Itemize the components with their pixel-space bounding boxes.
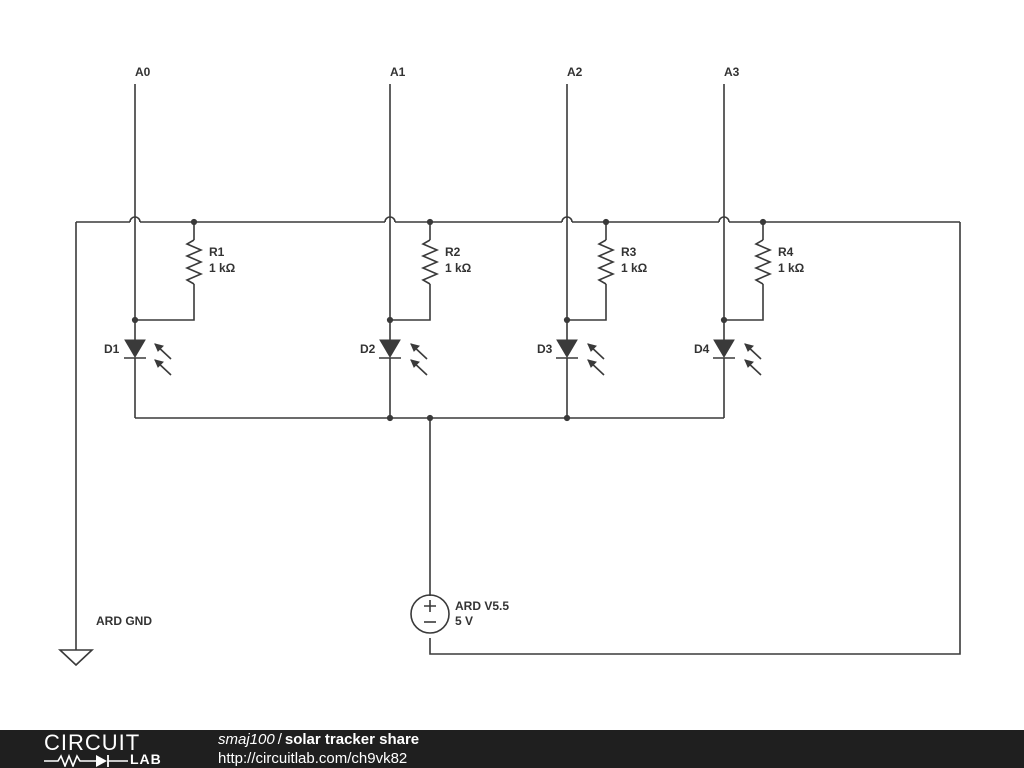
voltage-source bbox=[410, 594, 450, 634]
resistor-ref-r2: R2 bbox=[445, 245, 461, 259]
diode-label-d4: D4 bbox=[694, 342, 710, 356]
channel-4 bbox=[713, 84, 773, 418]
resistor-r2 bbox=[420, 239, 440, 285]
top-bus bbox=[76, 216, 960, 223]
channel-3 bbox=[556, 84, 616, 418]
diode-label-d3: D3 bbox=[537, 342, 553, 356]
pin-label-a1: A1 bbox=[390, 65, 406, 79]
resistor-value-r2: 1 kΩ bbox=[445, 261, 472, 275]
circuit-url[interactable]: http://circuitlab.com/ch9vk82 bbox=[218, 750, 408, 767]
footer-bar: CIRCUIT LAB smaj100/solar tracker share … bbox=[0, 730, 1024, 768]
resistor-value-r4: 1 kΩ bbox=[778, 261, 805, 275]
resistor-value-r1: 1 kΩ bbox=[209, 261, 236, 275]
resistor-ref-r4: R4 bbox=[778, 245, 794, 259]
led-arrows-1 bbox=[154, 343, 172, 376]
channel-2 bbox=[379, 84, 440, 418]
pin-label-a3: A3 bbox=[724, 65, 740, 79]
resistor-r4 bbox=[753, 239, 773, 285]
circuitlab-logo[interactable]: CIRCUIT LAB bbox=[44, 730, 184, 767]
schematic-canvas: A0 A1 A2 A3 R1 1 kΩ R2 1 kΩ R3 1 kΩ R4 1… bbox=[57, 65, 961, 667]
ground-symbol bbox=[57, 649, 95, 667]
diode-label-d1: D1 bbox=[104, 342, 120, 356]
led-arrows-3 bbox=[587, 343, 605, 376]
resistor-r3 bbox=[596, 239, 616, 285]
title-separator: / bbox=[277, 731, 282, 748]
resistor-value-r3: 1 kΩ bbox=[621, 261, 648, 275]
diode-label-d2: D2 bbox=[360, 342, 376, 356]
source-name-label: ARD V5.5 bbox=[455, 599, 509, 613]
logo-text-bottom: LAB bbox=[130, 751, 162, 767]
led-d1 bbox=[124, 339, 146, 358]
led-d4 bbox=[713, 339, 735, 358]
resistor-r1 bbox=[184, 239, 204, 285]
led-d3 bbox=[556, 339, 578, 358]
channel-1 bbox=[124, 84, 204, 418]
led-arrows-2 bbox=[410, 343, 428, 376]
resistor-diode-icon bbox=[44, 753, 128, 767]
source-value-label: 5 V bbox=[455, 614, 473, 628]
project-title[interactable]: solar tracker share bbox=[284, 731, 420, 748]
pin-label-a2: A2 bbox=[567, 65, 583, 79]
led-d2 bbox=[379, 339, 401, 358]
author-link[interactable]: smaj100 bbox=[218, 731, 275, 748]
led-arrows-4 bbox=[744, 343, 762, 376]
circuit-title: smaj100/solar tracker share bbox=[218, 731, 419, 749]
ground-label: ARD GND bbox=[96, 614, 152, 628]
resistor-ref-r3: R3 bbox=[621, 245, 637, 259]
logo-text-top: CIRCUIT bbox=[44, 730, 141, 755]
right-return-wire bbox=[429, 222, 961, 655]
resistor-ref-r1: R1 bbox=[209, 245, 225, 259]
pin-label-a0: A0 bbox=[135, 65, 151, 79]
